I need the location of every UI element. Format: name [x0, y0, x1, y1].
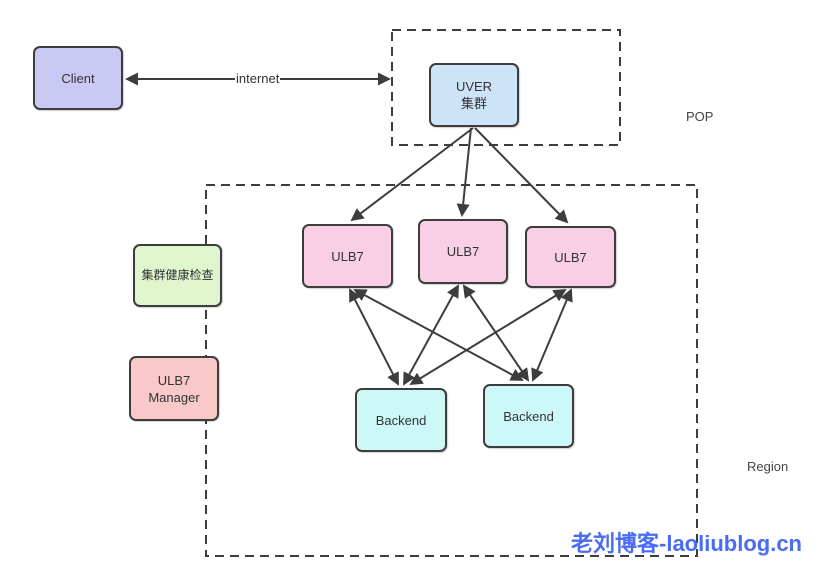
edge-ulb7c-backendb	[531, 288, 573, 382]
internet-edge-label: internet	[235, 71, 281, 86]
edge-ulb7a-backenda	[349, 288, 399, 386]
node-client: Client	[33, 46, 123, 110]
node-backend-1: Backend	[355, 388, 447, 452]
node-ulb7-3-label: ULB7	[554, 249, 587, 265]
node-backend-2-label: Backend	[503, 408, 554, 424]
region-group-label: Region	[747, 459, 789, 474]
edge-uver-ulb7-c	[474, 127, 569, 224]
edge-uver-ulb7-a	[350, 127, 474, 222]
node-client-label: Client	[61, 70, 95, 86]
node-cluster-health-check-label: 集群健康检查	[141, 268, 214, 282]
pop-group-border	[391, 29, 621, 146]
node-ulb7-manager-label-line2: Manager	[148, 389, 200, 405]
node-ulb7-manager: ULB7 Manager	[129, 356, 219, 421]
node-ulb7-manager-label-line1: ULB7	[157, 372, 191, 388]
pop-group-label: POP	[686, 109, 714, 124]
edge-uver-ulb7-b	[456, 127, 472, 217]
node-backend-2: Backend	[483, 384, 574, 448]
edge-ulb7b-backenda	[403, 284, 459, 386]
node-ulb7-2-label: ULB7	[446, 244, 480, 259]
node-backend-1-label: Backend	[375, 412, 427, 428]
node-uver-label-line1: UVER	[455, 79, 493, 94]
node-uver-cluster: UVER 集群	[429, 63, 519, 127]
node-ulb7-1-label: ULB7	[331, 248, 364, 264]
node-uver-label-line2: 集群	[460, 96, 487, 111]
node-ulb7-3: ULB7	[525, 226, 616, 288]
node-ulb7-1: ULB7	[302, 224, 393, 288]
watermark-text: 老刘博客-laoliublog.cn	[571, 531, 802, 556]
node-ulb7-2: ULB7	[418, 219, 508, 284]
edge-ulb7c-backenda	[409, 288, 567, 386]
node-cluster-health-check: 集群健康检查	[133, 244, 222, 307]
